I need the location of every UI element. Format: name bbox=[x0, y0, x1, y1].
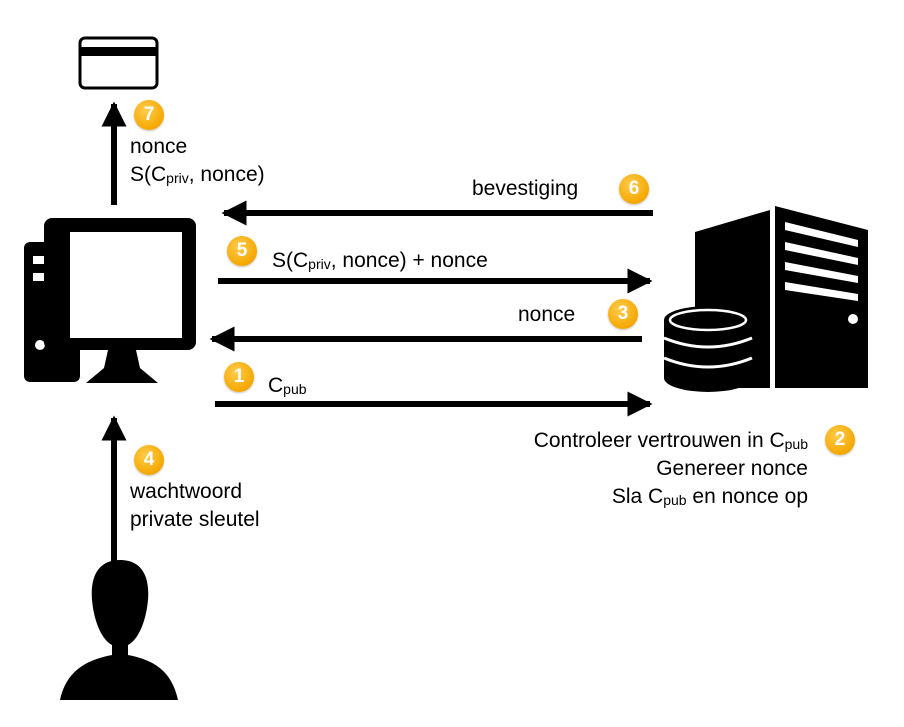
card-icon bbox=[78, 36, 159, 90]
badge-step-5: 5 bbox=[227, 236, 257, 266]
server-line3-sub: pub bbox=[663, 492, 687, 508]
user-icon bbox=[60, 560, 178, 700]
server-line3-suffix: en nonce op bbox=[686, 485, 808, 508]
computer-icon bbox=[24, 218, 196, 383]
card-sig-prefix: S(C bbox=[130, 163, 167, 186]
user-private-key-label: private sleutel bbox=[130, 508, 260, 531]
badge-step-3: 3 bbox=[608, 299, 638, 329]
badge-step-6: 6 bbox=[619, 174, 649, 204]
server-line1-prefix: Controleer vertrouwen in C bbox=[533, 429, 785, 452]
step5-suffix: , nonce) + nonce bbox=[330, 249, 488, 272]
badge-step-2: 2 bbox=[825, 425, 855, 455]
user-password-label: wachtwoord bbox=[130, 480, 243, 503]
step1-sub: pub bbox=[283, 381, 307, 397]
card-nonce-label: nonce bbox=[130, 135, 188, 158]
cpub-label: Cpub bbox=[268, 373, 307, 402]
server-generate-nonce-label: Genereer nonce bbox=[656, 457, 808, 480]
server-line1-sub: pub bbox=[784, 436, 808, 452]
badge-step-1: 1 bbox=[224, 362, 254, 392]
step5-prefix: S(C bbox=[272, 249, 309, 272]
step1-c: C bbox=[268, 374, 284, 397]
database-icon bbox=[663, 306, 753, 392]
badge-step-4: 4 bbox=[134, 445, 164, 475]
server-line3-prefix: Sla C bbox=[611, 485, 664, 508]
signature-nonce-label: S(Cpriv, nonce) + nonce bbox=[272, 248, 488, 277]
server-store-label: Sla Cpub en nonce op bbox=[612, 484, 808, 513]
card-signature-label: S(Cpriv, nonce) bbox=[130, 162, 265, 191]
card-sig-sub: priv bbox=[166, 170, 189, 186]
badge-step-7: 7 bbox=[134, 100, 164, 130]
nonce-label: nonce bbox=[518, 303, 576, 326]
server-check-trust-label: Controleer vertrouwen in Cpub bbox=[534, 428, 808, 457]
card-sig-suffix: , nonce) bbox=[188, 163, 265, 186]
bevestiging-label: bevestiging bbox=[472, 177, 579, 200]
step5-sub: priv bbox=[308, 256, 331, 272]
